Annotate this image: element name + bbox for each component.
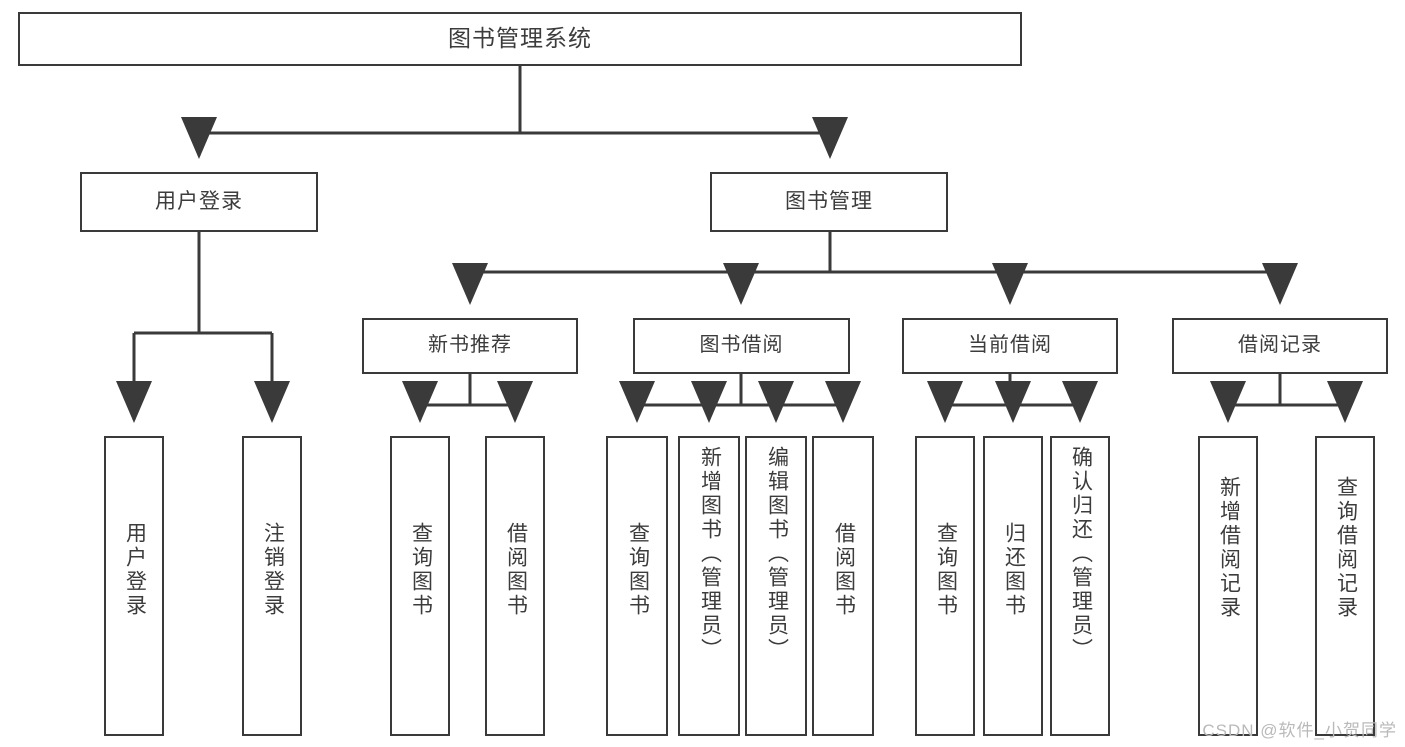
node-leaf-query-book-2-label: 查询图书 (626, 522, 650, 618)
node-leaf-query-book-1[interactable]: 查询图书 (390, 436, 450, 736)
node-book-borrow[interactable]: 图书借阅 (633, 318, 850, 374)
node-leaf-confirm-return-label: 确认归还（管理员） (1069, 446, 1093, 662)
node-leaf-user-logout[interactable]: 注销登录 (242, 436, 302, 736)
node-book-borrow-label: 图书借阅 (699, 334, 784, 357)
node-leaf-query-book-1-label: 查询图书 (409, 522, 433, 618)
csdn-watermark: CSDN @软件_小贺同学 (1202, 721, 1397, 740)
node-leaf-user-logout-label: 注销登录 (261, 522, 285, 618)
node-leaf-confirm-return[interactable]: 确认归还（管理员） (1050, 436, 1110, 736)
node-leaf-borrow-book-2-label: 借阅图书 (832, 522, 856, 618)
node-leaf-query-record-label: 查询借阅记录 (1334, 476, 1358, 620)
node-leaf-query-book-3[interactable]: 查询图书 (915, 436, 975, 736)
node-user-login[interactable]: 用户登录 (80, 172, 318, 232)
node-leaf-query-book-2[interactable]: 查询图书 (606, 436, 668, 736)
node-current-borrow-label: 当前借阅 (968, 334, 1052, 357)
node-leaf-add-book[interactable]: 新增图书（管理员） (678, 436, 740, 736)
node-current-borrow[interactable]: 当前借阅 (902, 318, 1118, 374)
node-leaf-query-book-3-label: 查询图书 (934, 522, 958, 618)
node-leaf-add-record[interactable]: 新增借阅记录 (1198, 436, 1258, 736)
node-root[interactable]: 图书管理系统 (18, 12, 1022, 66)
node-leaf-edit-book[interactable]: 编辑图书（管理员） (745, 436, 807, 736)
node-leaf-query-record[interactable]: 查询借阅记录 (1315, 436, 1375, 736)
node-leaf-borrow-book-1-label: 借阅图书 (504, 522, 528, 618)
node-borrow-record-label: 借阅记录 (1238, 334, 1322, 357)
node-user-login-label: 用户登录 (155, 189, 243, 213)
node-book-manage[interactable]: 图书管理 (710, 172, 948, 232)
node-root-label: 图书管理系统 (448, 25, 592, 52)
node-leaf-edit-book-label: 编辑图书（管理员） (765, 446, 789, 662)
node-leaf-user-login[interactable]: 用户登录 (104, 436, 164, 736)
node-book-manage-label: 图书管理 (785, 189, 873, 213)
node-leaf-return-book[interactable]: 归还图书 (983, 436, 1043, 736)
node-borrow-record[interactable]: 借阅记录 (1172, 318, 1388, 374)
node-leaf-borrow-book-1[interactable]: 借阅图书 (485, 436, 545, 736)
node-leaf-add-book-label: 新增图书（管理员） (698, 446, 722, 662)
node-leaf-return-book-label: 归还图书 (1002, 522, 1026, 618)
node-new-book-rec-label: 新书推荐 (428, 334, 512, 357)
node-new-book-rec[interactable]: 新书推荐 (362, 318, 578, 374)
node-leaf-borrow-book-2[interactable]: 借阅图书 (812, 436, 874, 736)
node-leaf-user-login-label: 用户登录 (123, 522, 147, 618)
node-leaf-add-record-label: 新增借阅记录 (1217, 476, 1241, 620)
